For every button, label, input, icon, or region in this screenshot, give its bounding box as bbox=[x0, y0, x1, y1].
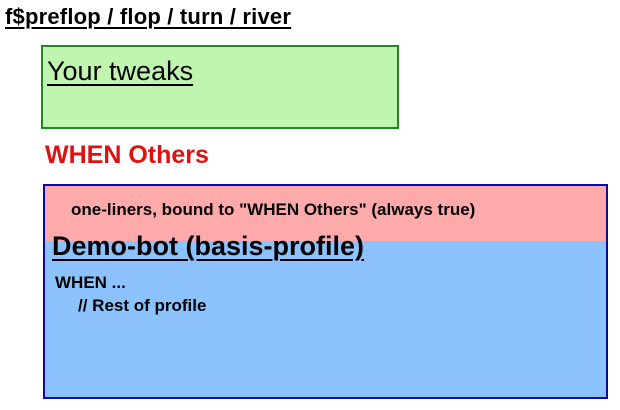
when-others-heading: WHEN Others bbox=[45, 141, 209, 169]
diagram-title: f$preflop / flop / turn / river bbox=[5, 4, 292, 29]
your-tweaks-label: Your tweaks bbox=[47, 56, 194, 86]
code-line-when: WHEN ... bbox=[55, 273, 126, 292]
your-tweaks-box: Your tweaks bbox=[41, 45, 399, 129]
code-line-rest: // Rest of profile bbox=[78, 296, 207, 315]
demo-bot-label: Demo-bot (basis-profile) bbox=[52, 231, 365, 261]
one-liners-strip bbox=[45, 186, 606, 241]
profile-box: one-liners, bound to "WHEN Others" (alwa… bbox=[43, 184, 608, 399]
one-liners-text: one-liners, bound to "WHEN Others" (alwa… bbox=[71, 200, 476, 219]
